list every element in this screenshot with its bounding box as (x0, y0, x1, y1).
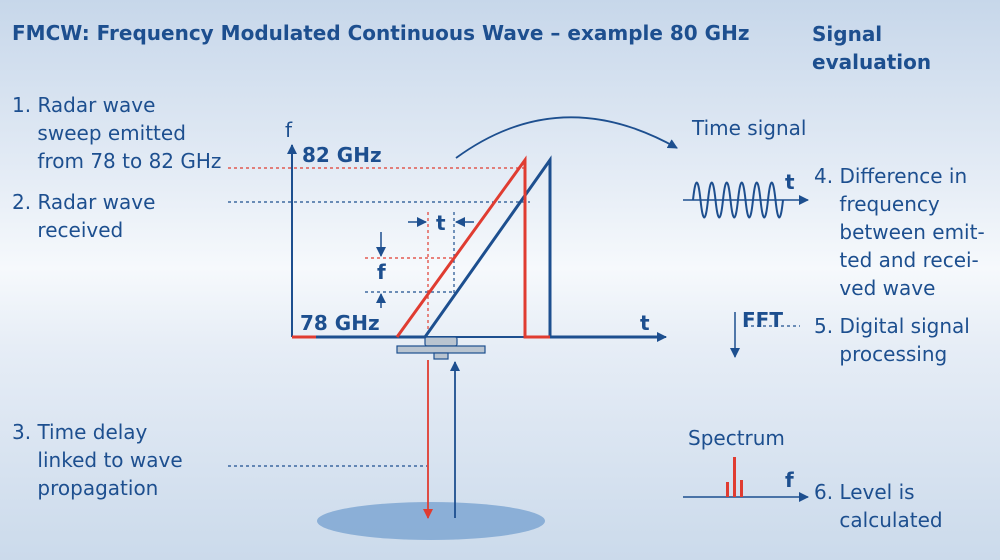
freq-low-label: 78 GHz (300, 311, 380, 335)
step1-label: 1. Radar wave sweep emitted from 78 to 8… (12, 93, 222, 173)
fft-label: FFT (742, 308, 783, 332)
frequency-axis-label: f (285, 118, 293, 142)
emitted-sweep-line (395, 155, 550, 339)
step5-label: 5. Digital signal processing (814, 314, 970, 366)
spectrum-peak-center (733, 457, 736, 497)
time-signal-wave (692, 181, 784, 219)
time-axis-label: t (640, 311, 650, 335)
step6-label: 6. Level is calculated (814, 480, 943, 532)
spectrum-label: Spectrum (688, 426, 785, 450)
delta-f-label: f (377, 260, 386, 284)
step4-label: 4. Difference in frequency between emit-… (814, 164, 985, 300)
radar-sensor-antenna (433, 352, 449, 360)
time-signal-label: Time signal (692, 116, 807, 140)
radar-sensor-body (424, 336, 458, 347)
target-surface (317, 502, 545, 540)
spectrum-peak-right (740, 480, 743, 497)
step3-label: 3. Time delay linked to wave propagation (12, 420, 183, 500)
received-sweep-line (292, 155, 660, 339)
signal-evaluation-heading: Signal evaluation (812, 22, 932, 74)
spectrum-axis-label: f (785, 468, 794, 492)
time-signal-axis-label: t (785, 170, 795, 194)
step2-label: 2. Radar wave received (12, 190, 156, 242)
radar-sensor-flange (396, 345, 486, 354)
to-time-signal-arrow (455, 116, 678, 159)
page-title: FMCW: Frequency Modulated Continuous Wav… (12, 21, 750, 45)
delta-t-label: t (436, 211, 446, 235)
freq-high-label: 82 GHz (302, 143, 382, 167)
spectrum-peak-left (726, 482, 729, 497)
